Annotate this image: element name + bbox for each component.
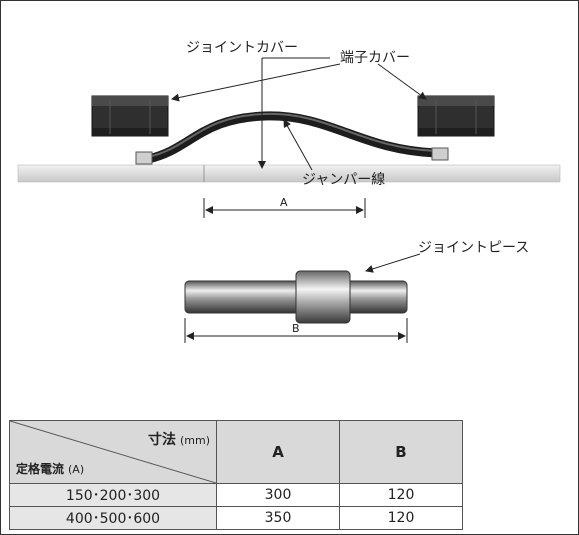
column-header-b: B: [339, 420, 463, 484]
busbar: [17, 164, 561, 183]
cell-b: 120: [339, 483, 463, 507]
dimension-b-label: B: [292, 322, 300, 335]
column-header-a: A: [216, 420, 340, 484]
table-corner-cell: 寸法(mm) 定格電流(A): [9, 420, 217, 484]
table-row: 150･200･300 300 120: [9, 483, 463, 507]
dimension-a: A: [203, 196, 366, 218]
dimension-b: B: [184, 318, 408, 343]
label-jumper-wire: ジャンパー線: [302, 172, 385, 188]
cell-a: 350: [216, 506, 340, 530]
cell-a: 300: [216, 483, 340, 507]
product-diagram: ジョイントカバー 端子カバー ジャンパー線 A ジョイントピース B: [17, 40, 561, 343]
row-label: 400･500･600: [9, 506, 217, 530]
corner-current-label: 定格電流(A): [16, 462, 85, 476]
label-joint-cover: ジョイントカバー: [186, 40, 298, 56]
corner-diagonal: [10, 421, 216, 483]
table-row: 400･500･600 350 120: [9, 506, 463, 530]
row-label: 150･200･300: [9, 483, 217, 507]
joint-piece: [184, 270, 408, 324]
dimension-a-label: A: [280, 196, 288, 209]
jumper-wire: [135, 111, 449, 165]
corner-dimension-label: 寸法(mm): [147, 432, 210, 448]
label-joint-piece: ジョイントピース: [418, 240, 529, 256]
dimension-table: 寸法(mm) 定格電流(A) A B 150･200･300 300 120 4…: [9, 420, 463, 530]
terminal-cover-right: [417, 95, 495, 137]
label-terminal-cover: 端子カバー: [340, 50, 410, 66]
terminal-cover-left: [91, 95, 169, 137]
table-header-row: 寸法(mm) 定格電流(A) A B: [9, 420, 463, 484]
cell-b: 120: [339, 506, 463, 530]
